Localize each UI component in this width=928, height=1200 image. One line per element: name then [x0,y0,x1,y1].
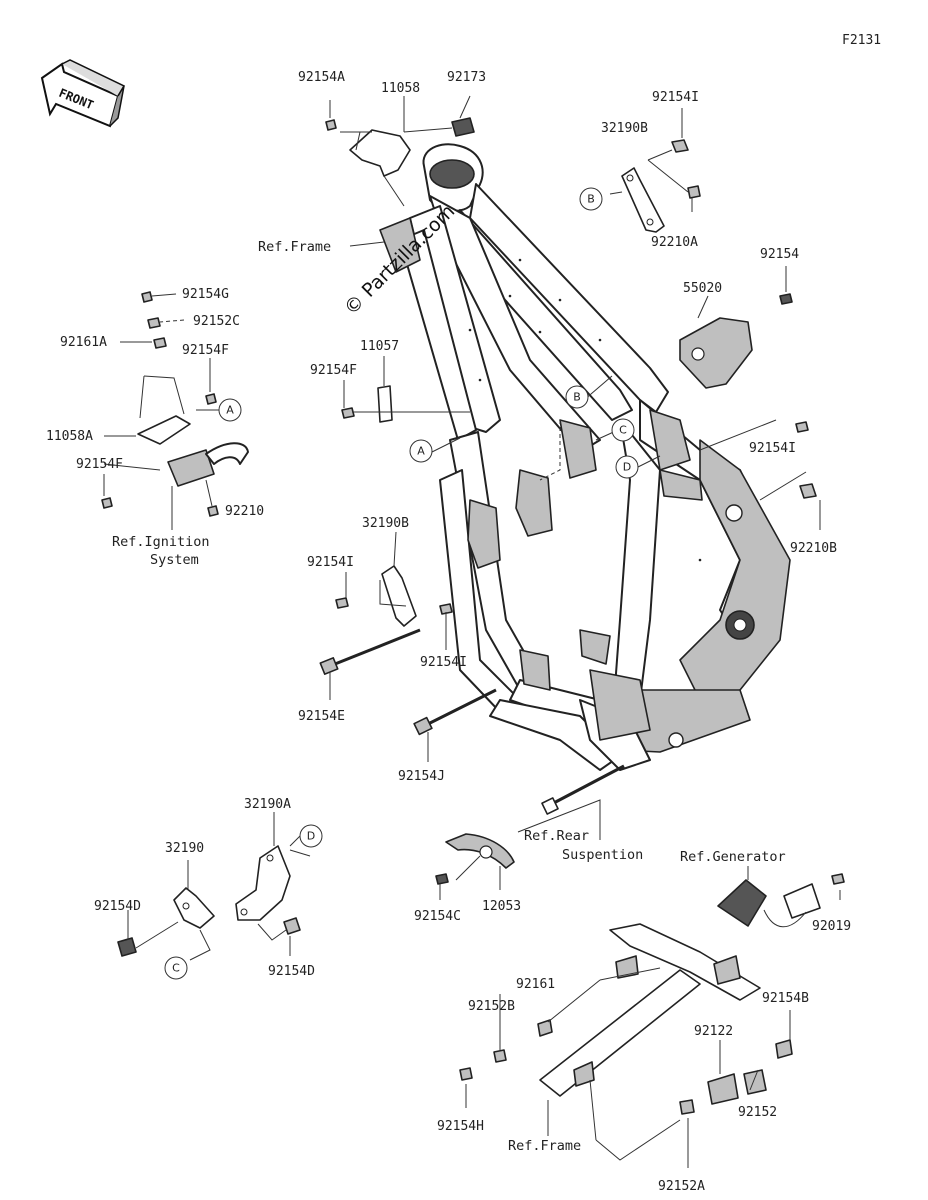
label-55020: 55020 [683,281,722,296]
label-92152: 92152 [738,1105,777,1120]
ref-rear-line1: Ref.Rear [524,828,589,844]
ref-rear-line2: Suspention [562,847,643,863]
leader-lines [103,95,841,1168]
label-92154C: 92154C [414,909,461,924]
label-11058: 11058 [381,81,420,96]
label-11058A: 11058A [46,429,93,444]
marker-B-top: B [587,193,595,206]
label-92154J: 92154J [398,769,445,784]
label-92154D-left: 92154D [94,899,141,914]
page-code: F2131 [842,33,881,48]
ref-generator: Ref.Generator [680,849,786,865]
marker-C-frame: C [619,424,627,437]
part-55020 [679,317,753,389]
label-92154F-lower: 92154F [76,457,123,472]
marker-D-bracket: D [307,830,315,843]
bracket-32190A [235,845,291,921]
plate-32190B-mid [381,565,417,627]
ignition-coil-group [101,291,249,530]
marker-C-bracket: C [172,962,180,975]
label-32190: 32190 [165,841,204,856]
label-92152C: 92152C [193,314,240,329]
circled-markers: B A A B C D D C [164,187,639,980]
front-arrow-icon: FRONT [40,59,126,128]
label-92154F-mid: 92154F [310,363,357,378]
bolt-92154 [779,293,793,305]
reference-labels: Ref.Frame Ref.Ignition System Ref.Rear S… [112,239,786,1154]
label-92154D-right: 92154D [268,964,315,979]
label-92210B: 92210B [790,541,837,556]
label-92154F-left: 92154F [182,343,229,358]
bolt-92154E [319,628,421,675]
shaft-ref-rear [541,764,625,815]
label-92210A: 92210A [651,235,698,250]
label-92154I-right: 92154I [749,441,796,456]
marker-A-left: A [226,404,234,417]
label-11057: 11057 [360,339,399,354]
callout-labels: 92154A 11058 92173 92154I 32190B 92210A … [46,70,851,1194]
footpeg-bracket [459,923,793,1115]
clip-92173 [451,117,475,137]
label-92154E: 92154E [298,709,345,724]
label-92154A: 92154A [298,70,345,85]
main-frame [379,143,791,771]
marker-D-frame: D [623,461,631,474]
label-32190A: 32190A [244,797,291,812]
label-92154B: 92154B [762,991,809,1006]
generator-regulator [717,873,845,928]
label-92152A: 92152A [658,1179,705,1194]
label-92019: 92019 [812,919,851,934]
clip-11057 [377,385,393,423]
label-92122: 92122 [694,1024,733,1039]
bracket-32190 [173,887,215,929]
marker-A-frame: A [417,445,425,458]
plate-32190B-top [621,167,665,233]
marker-B-frame: B [573,391,581,404]
bolt-92154J [413,688,497,736]
label-92161: 92161 [516,977,555,992]
label-92161A: 92161A [60,335,107,350]
label-32190B-mid: 32190B [362,516,409,531]
bracket-11058 [349,129,411,177]
ref-frame-top: Ref.Frame [258,239,331,255]
label-92154H: 92154H [437,1119,484,1134]
label-92154I-center: 92154I [420,655,467,670]
ref-ignition-line2: System [150,552,199,568]
label-92210: 92210 [225,504,264,519]
ref-ignition-line1: Ref.Ignition [112,534,210,550]
label-92152B: 92152B [468,999,515,1014]
label-12053: 12053 [482,899,521,914]
label-92173: 92173 [447,70,486,85]
label-92154G: 92154G [182,287,229,302]
ref-frame-bottom: Ref.Frame [508,1138,581,1154]
label-92154: 92154 [760,247,799,262]
label-32190B-top: 32190B [601,121,648,136]
label-92154I-top: 92154I [652,90,699,105]
label-92154I-mid: 92154I [307,555,354,570]
